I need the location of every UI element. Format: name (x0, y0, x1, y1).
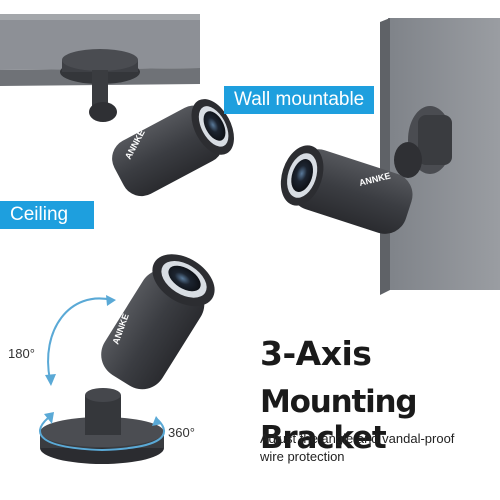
wall-mountable-label: Wall mountable (234, 89, 365, 110)
ceiling-camera: ANNKE (60, 49, 234, 197)
rotating-camera: ANNKE (40, 254, 215, 464)
wall-mountable-badge: Wall mountable (224, 86, 375, 114)
ceiling-badge: Ceiling (0, 201, 94, 229)
pan-angle-label: 360° (168, 425, 195, 440)
headline-line1: 3-Axis (260, 334, 372, 373)
description-line1: Adjust the angle and vandal-proof (260, 431, 455, 446)
description-line2: wire protection (260, 449, 345, 464)
ceiling-label: Ceiling (10, 204, 69, 225)
tilt-angle-label: 180° (8, 346, 35, 361)
wall-camera: ANNKE (280, 106, 452, 234)
pan-arrow-icon (39, 412, 165, 452)
headline-line2: Mounting Bracket (260, 384, 418, 456)
tilt-arrow-icon (45, 295, 116, 386)
